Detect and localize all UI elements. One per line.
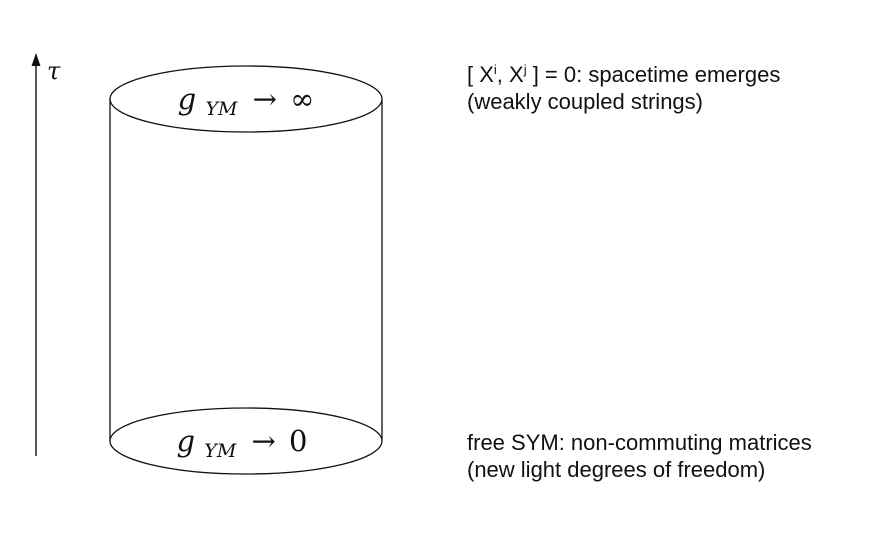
commutator-sup-j: j	[523, 62, 527, 77]
top-annotation-line2: (weakly coupled strings)	[467, 89, 703, 114]
bottom-annotation-line1: free SYM: non-commuting matrices	[467, 430, 812, 455]
bottom-annotation: free SYM: non-commuting matrices (new li…	[467, 429, 812, 483]
bottom-coupling-limit: 0	[289, 424, 307, 458]
bottom-coupling-arrow: →	[252, 424, 276, 458]
top-annotation-line1: [ Xi, Xj ] = 0: spacetime emerges	[467, 61, 780, 88]
bottom-coupling-g: g	[177, 424, 196, 458]
cylinder	[109, 65, 383, 475]
top-coupling-g: g	[178, 82, 197, 116]
bottom-annotation-line2: (new light degrees of freedom)	[467, 457, 766, 482]
top-coupling-arrow: →	[253, 82, 277, 116]
cylinder-top-ellipse	[109, 65, 383, 133]
commutator-mid: , X	[496, 62, 524, 87]
commutator-close: ] = 0: spacetime emerges	[526, 62, 781, 87]
commutator-sup-i: i	[493, 62, 497, 77]
top-coupling-limit: ∞	[290, 82, 314, 116]
commutator-open: [ X	[467, 62, 494, 87]
bottom-coupling-label: g YM → 0	[177, 424, 308, 464]
top-coupling-subscript: YM	[205, 98, 238, 120]
top-annotation: [ Xi, Xj ] = 0: spacetime emerges (weakl…	[467, 61, 780, 115]
tau-axis-arrowhead	[31, 53, 41, 66]
tau-symbol: τ	[47, 57, 61, 85]
top-coupling-label: g YM → ∞	[178, 82, 315, 122]
cylinder-bottom-ellipse	[109, 407, 383, 475]
tau-axis: τ	[31, 53, 61, 456]
bottom-coupling-subscript: YM	[204, 440, 237, 462]
